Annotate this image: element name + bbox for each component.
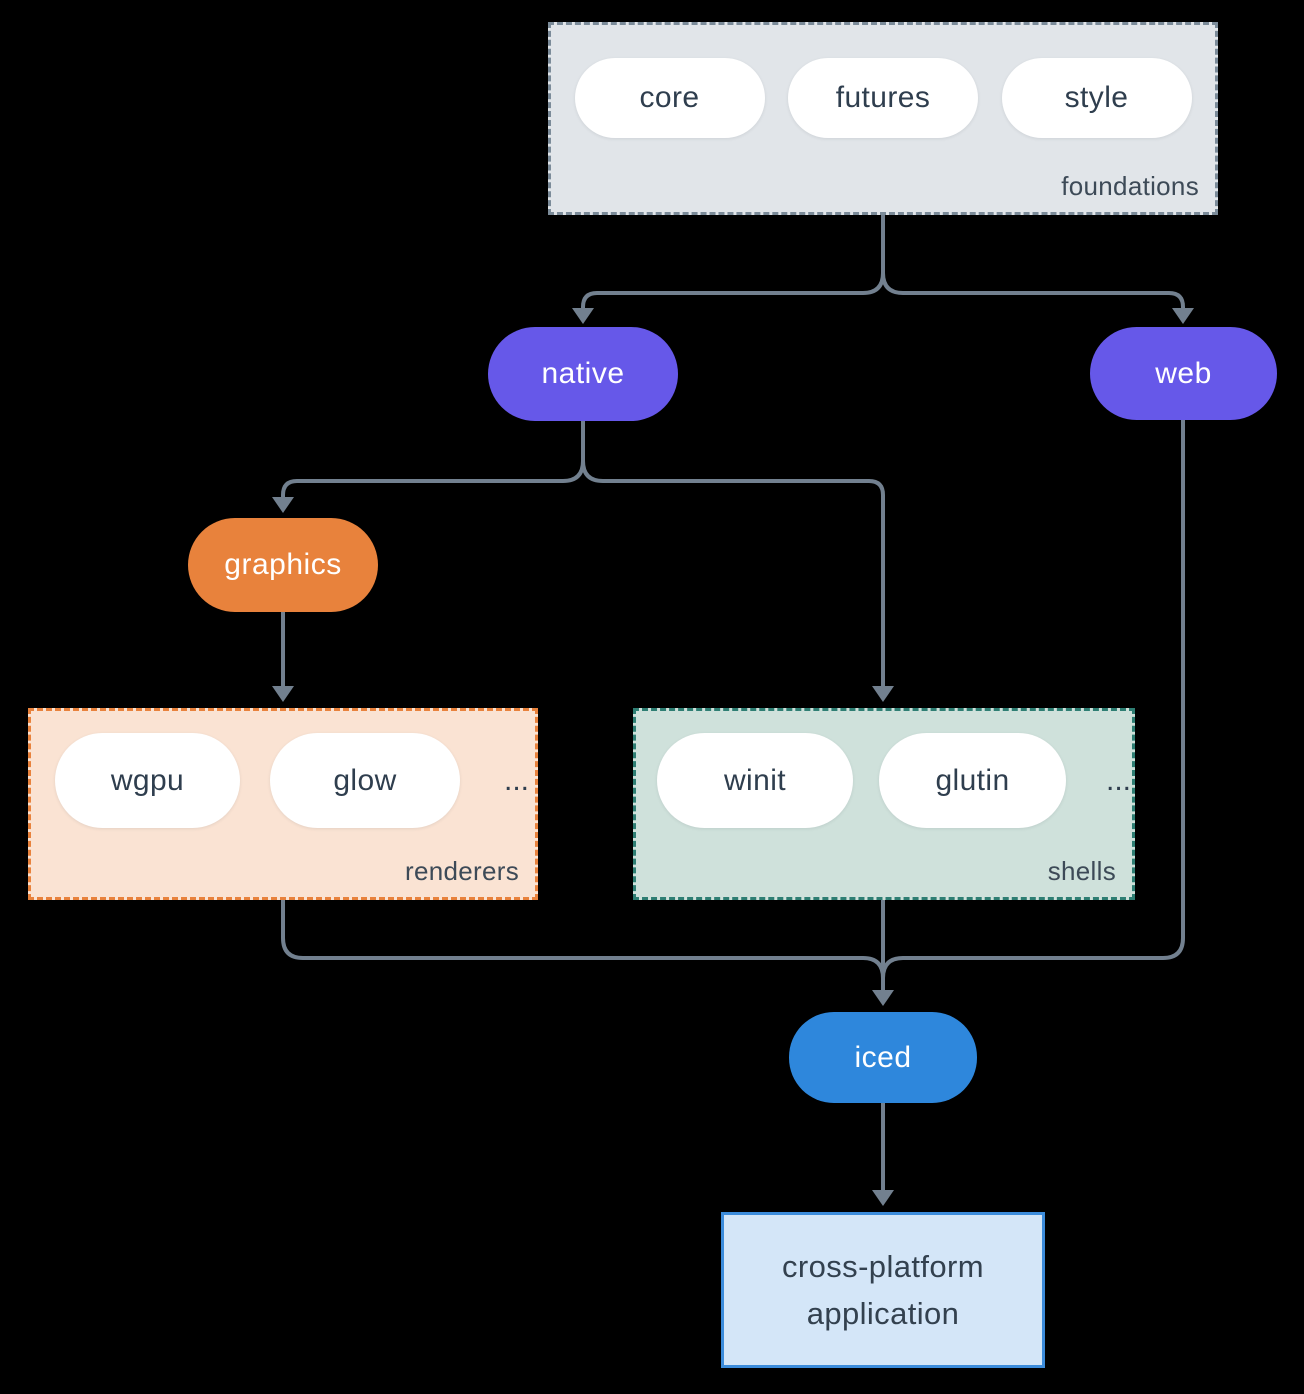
renderers-group: wgpu glow ... renderers bbox=[28, 708, 538, 900]
arrowhead-web bbox=[1172, 308, 1194, 324]
node-iced: iced bbox=[789, 1012, 977, 1103]
renderers-label: renderers bbox=[405, 856, 519, 886]
node-futures: futures bbox=[788, 58, 978, 138]
shells-ellipsis: ... bbox=[1106, 763, 1132, 797]
edge-renderers-iced bbox=[281, 900, 885, 988]
renderers-pill-row: wgpu glow ... bbox=[31, 733, 535, 828]
node-native: native bbox=[488, 327, 678, 421]
shells-group: winit glutin ... shells bbox=[633, 708, 1135, 900]
node-glow: glow bbox=[270, 733, 460, 828]
shells-label: shells bbox=[1047, 856, 1116, 886]
renderers-ellipsis: ... bbox=[504, 763, 530, 797]
arrowhead-iced bbox=[872, 990, 894, 1006]
node-graphics: graphics bbox=[188, 518, 378, 612]
arrowhead-graphics bbox=[272, 497, 294, 513]
arrowhead-shells bbox=[872, 686, 894, 702]
edge-foundations-native bbox=[581, 215, 885, 308]
foundations-label: foundations bbox=[1061, 171, 1199, 201]
node-style: style bbox=[1001, 58, 1192, 138]
foundations-group: core futures style foundations bbox=[548, 22, 1218, 215]
edge-foundations-web bbox=[881, 215, 1185, 308]
arrowhead-native bbox=[572, 308, 594, 324]
edge-web-iced bbox=[881, 420, 1185, 988]
application-label-line1: cross-platform bbox=[782, 1249, 984, 1284]
application-label-line2: application bbox=[806, 1296, 960, 1331]
edge-native-graphics bbox=[281, 421, 585, 497]
foundations-pill-row: core futures style bbox=[551, 58, 1215, 138]
edge-native-shells bbox=[581, 421, 885, 686]
node-glutin: glutin bbox=[879, 733, 1066, 828]
arrowhead-renderers bbox=[272, 686, 294, 702]
arrowhead-application bbox=[872, 1190, 894, 1206]
node-web: web bbox=[1090, 327, 1277, 420]
node-application: cross-platform application bbox=[721, 1212, 1045, 1368]
shells-pill-row: winit glutin ... bbox=[636, 733, 1132, 828]
node-wgpu: wgpu bbox=[55, 733, 240, 828]
node-winit: winit bbox=[657, 733, 853, 828]
node-core: core bbox=[574, 58, 765, 138]
